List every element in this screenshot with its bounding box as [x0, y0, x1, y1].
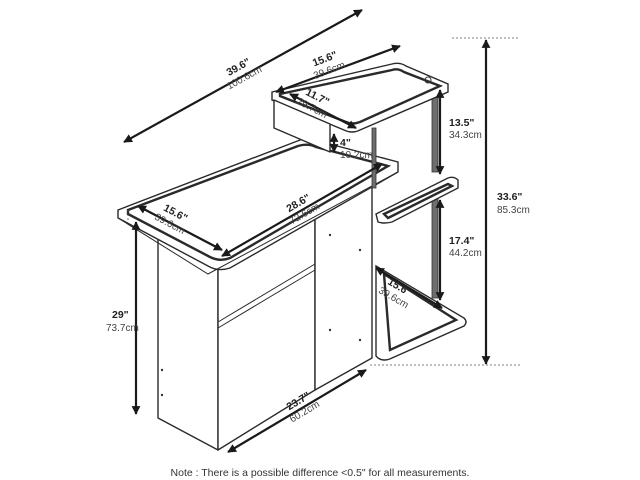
drawer-height-in: 4" — [340, 137, 351, 149]
overall-height-in: 33.6" — [497, 191, 522, 203]
shelf-gap-top-cm: 34.3cm — [449, 130, 482, 141]
desk-illustration — [117, 62, 467, 451]
shelf-gap-low-cm: 44.2cm — [449, 248, 482, 259]
overall-height-cm: 85.3cm — [497, 205, 530, 216]
guide-lines — [127, 37, 520, 366]
shelf-post-upper — [431, 89, 439, 173]
desk-height-cm: 73.7cm — [106, 323, 139, 334]
drawer-height-cm: 10.2cm — [340, 150, 373, 161]
shelf-gap-top-in: 13.5" — [449, 117, 474, 129]
desk-height-in: 29" — [112, 309, 129, 321]
measurement-note: Note : There is a possible difference <0… — [171, 467, 470, 479]
dimension-arrows — [123, 9, 491, 453]
shelf-post-lower — [431, 189, 439, 299]
shelf-gap-low-in: 17.4" — [449, 235, 474, 247]
